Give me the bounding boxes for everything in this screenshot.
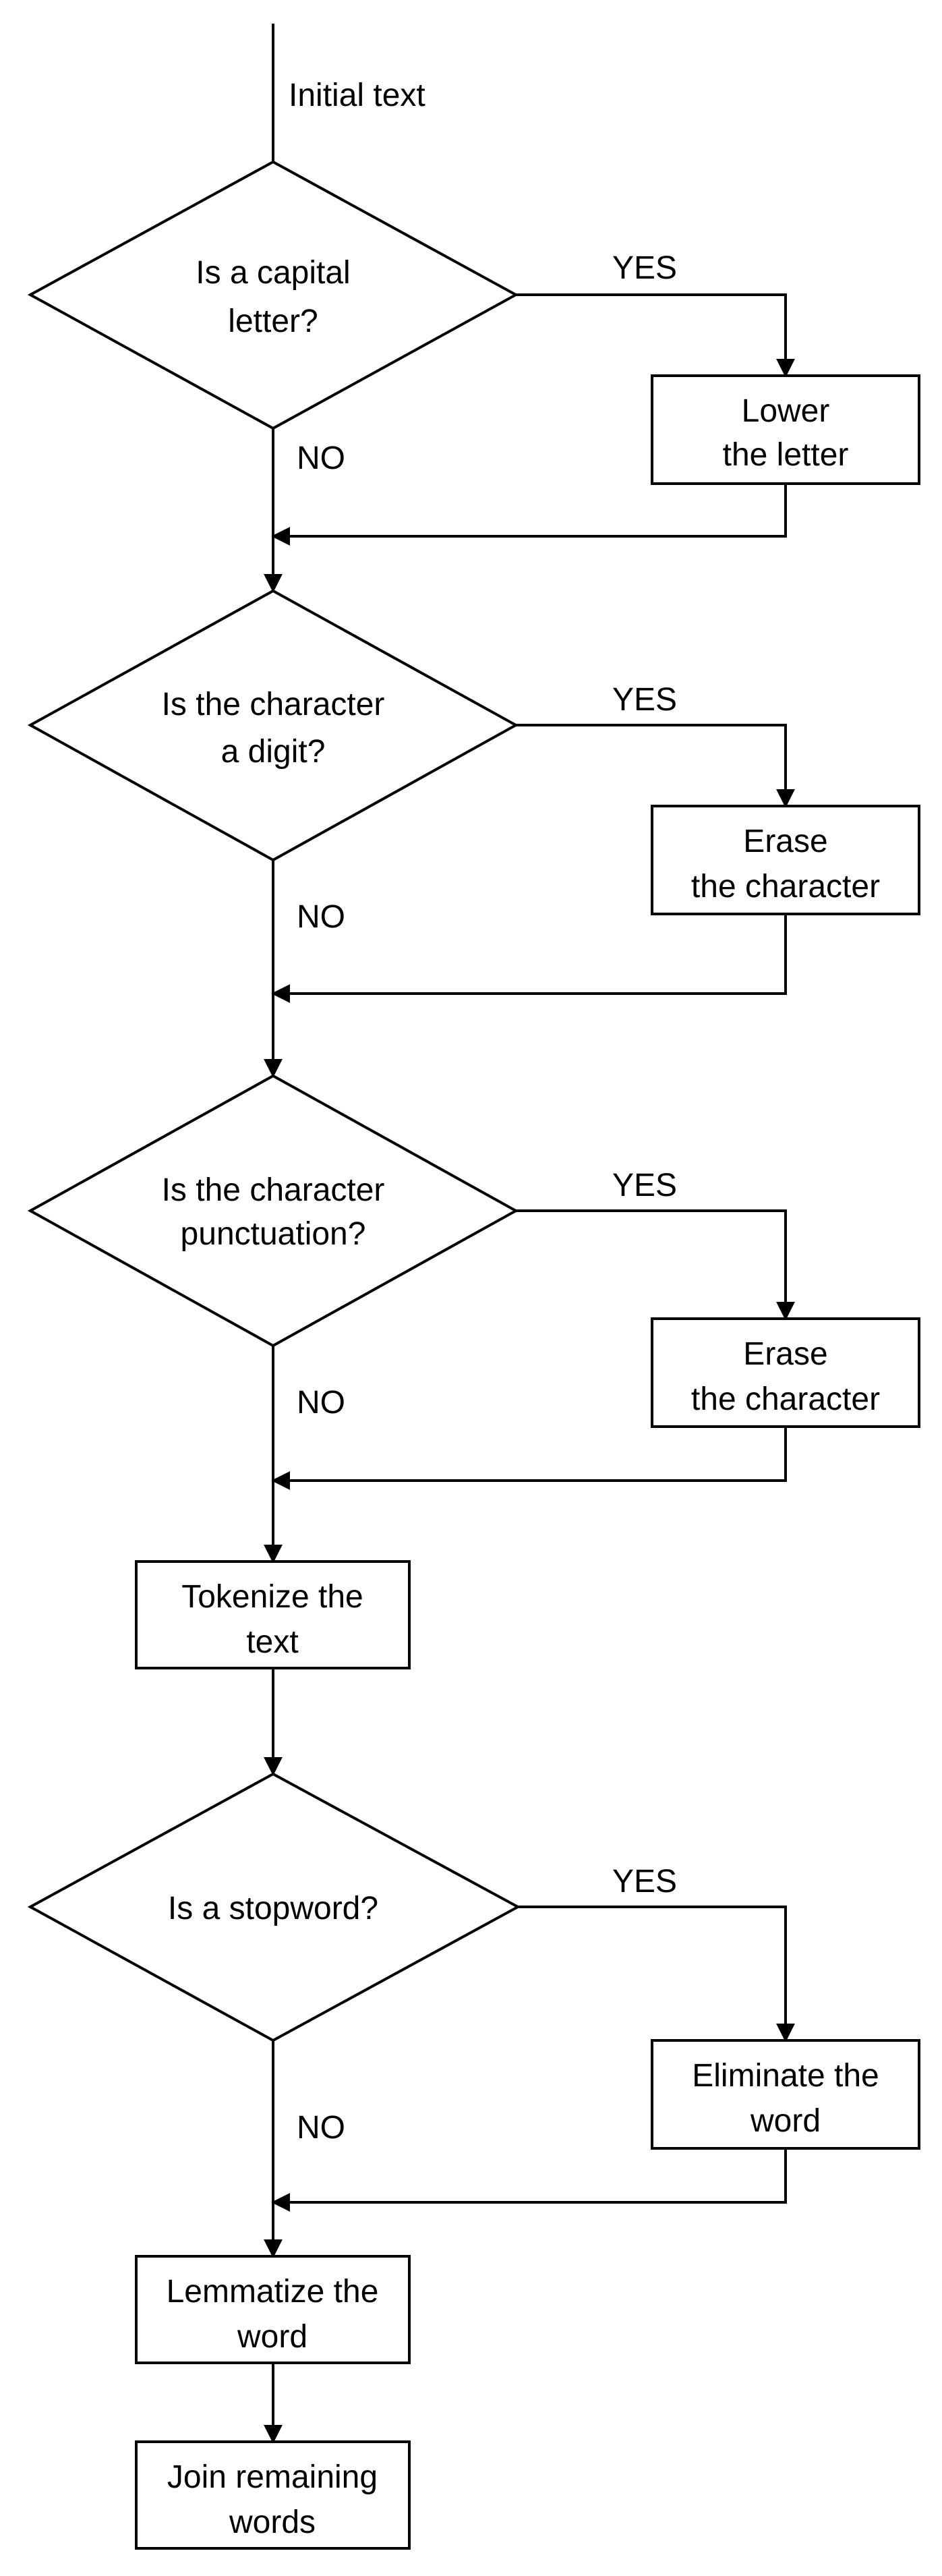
action-erase-digit-line2: the character bbox=[691, 869, 880, 905]
decision-digit bbox=[27, 589, 519, 862]
step-lemmatize bbox=[135, 2255, 411, 2364]
step-join-words-line1: Join remaining bbox=[167, 2459, 378, 2495]
yes-label-3: YES bbox=[612, 1168, 677, 1203]
decision-stopword-line1: Is a stopword? bbox=[168, 1891, 378, 1926]
step-tokenize bbox=[135, 1560, 411, 1669]
step-join-words bbox=[135, 2440, 411, 2550]
action-eliminate-word bbox=[651, 2039, 920, 2150]
yes-label-2: YES bbox=[612, 682, 677, 718]
action-eliminate-word-line2: word bbox=[750, 2103, 821, 2139]
yes-edge-1 bbox=[516, 293, 795, 378]
step-lemmatize-line2: word bbox=[237, 2319, 307, 2355]
action-erase-digit bbox=[651, 805, 920, 915]
decision-digit-line2: a digit? bbox=[221, 734, 326, 770]
action-erase-punctuation bbox=[651, 1317, 920, 1428]
no-label-4: NO bbox=[297, 2110, 345, 2146]
decision-capital-letter-line2: letter? bbox=[228, 304, 318, 339]
action-erase-digit-line1: Erase bbox=[743, 824, 827, 859]
step-tokenize-line2: text bbox=[246, 1624, 298, 1660]
step-tokenize-line1: Tokenize the bbox=[181, 1579, 363, 1615]
yes-edge-4 bbox=[518, 1906, 795, 2042]
yes-edge-3 bbox=[516, 1209, 795, 1321]
no-label-1: NO bbox=[297, 440, 345, 476]
step-lemmatize-line1: Lemmatize the bbox=[167, 2274, 379, 2310]
decision-capital-letter-line1: Is a capital bbox=[196, 255, 350, 291]
no-label-2: NO bbox=[297, 899, 345, 935]
decision-punctuation-line2: punctuation? bbox=[181, 1216, 366, 1252]
action-eliminate-word-line1: Eliminate the bbox=[692, 2058, 879, 2094]
decision-punctuation bbox=[27, 1074, 519, 1348]
start-label: Initial text bbox=[289, 78, 425, 113]
decision-punctuation-line1: Is the character bbox=[162, 1172, 385, 1208]
merge-edge-1 bbox=[271, 484, 787, 546]
merge-edge-3 bbox=[271, 1427, 787, 1490]
action-lower-letter-line1: Lower bbox=[742, 393, 830, 429]
action-erase-punctuation-line2: the character bbox=[691, 1381, 880, 1417]
merge-edge-2 bbox=[271, 914, 787, 1003]
yes-edge-2 bbox=[516, 724, 795, 808]
decision-digit-line1: Is the character bbox=[162, 687, 385, 722]
action-lower-letter-line2: the letter bbox=[723, 437, 849, 473]
action-erase-punctuation-line1: Erase bbox=[743, 1336, 827, 1372]
merge-edge-4 bbox=[271, 2148, 787, 2212]
decision-capital-letter bbox=[27, 160, 519, 430]
yes-label-1: YES bbox=[612, 250, 677, 286]
step-join-words-line2: words bbox=[229, 2505, 316, 2540]
no-label-3: NO bbox=[297, 1385, 345, 1421]
yes-label-4: YES bbox=[612, 1864, 677, 1899]
